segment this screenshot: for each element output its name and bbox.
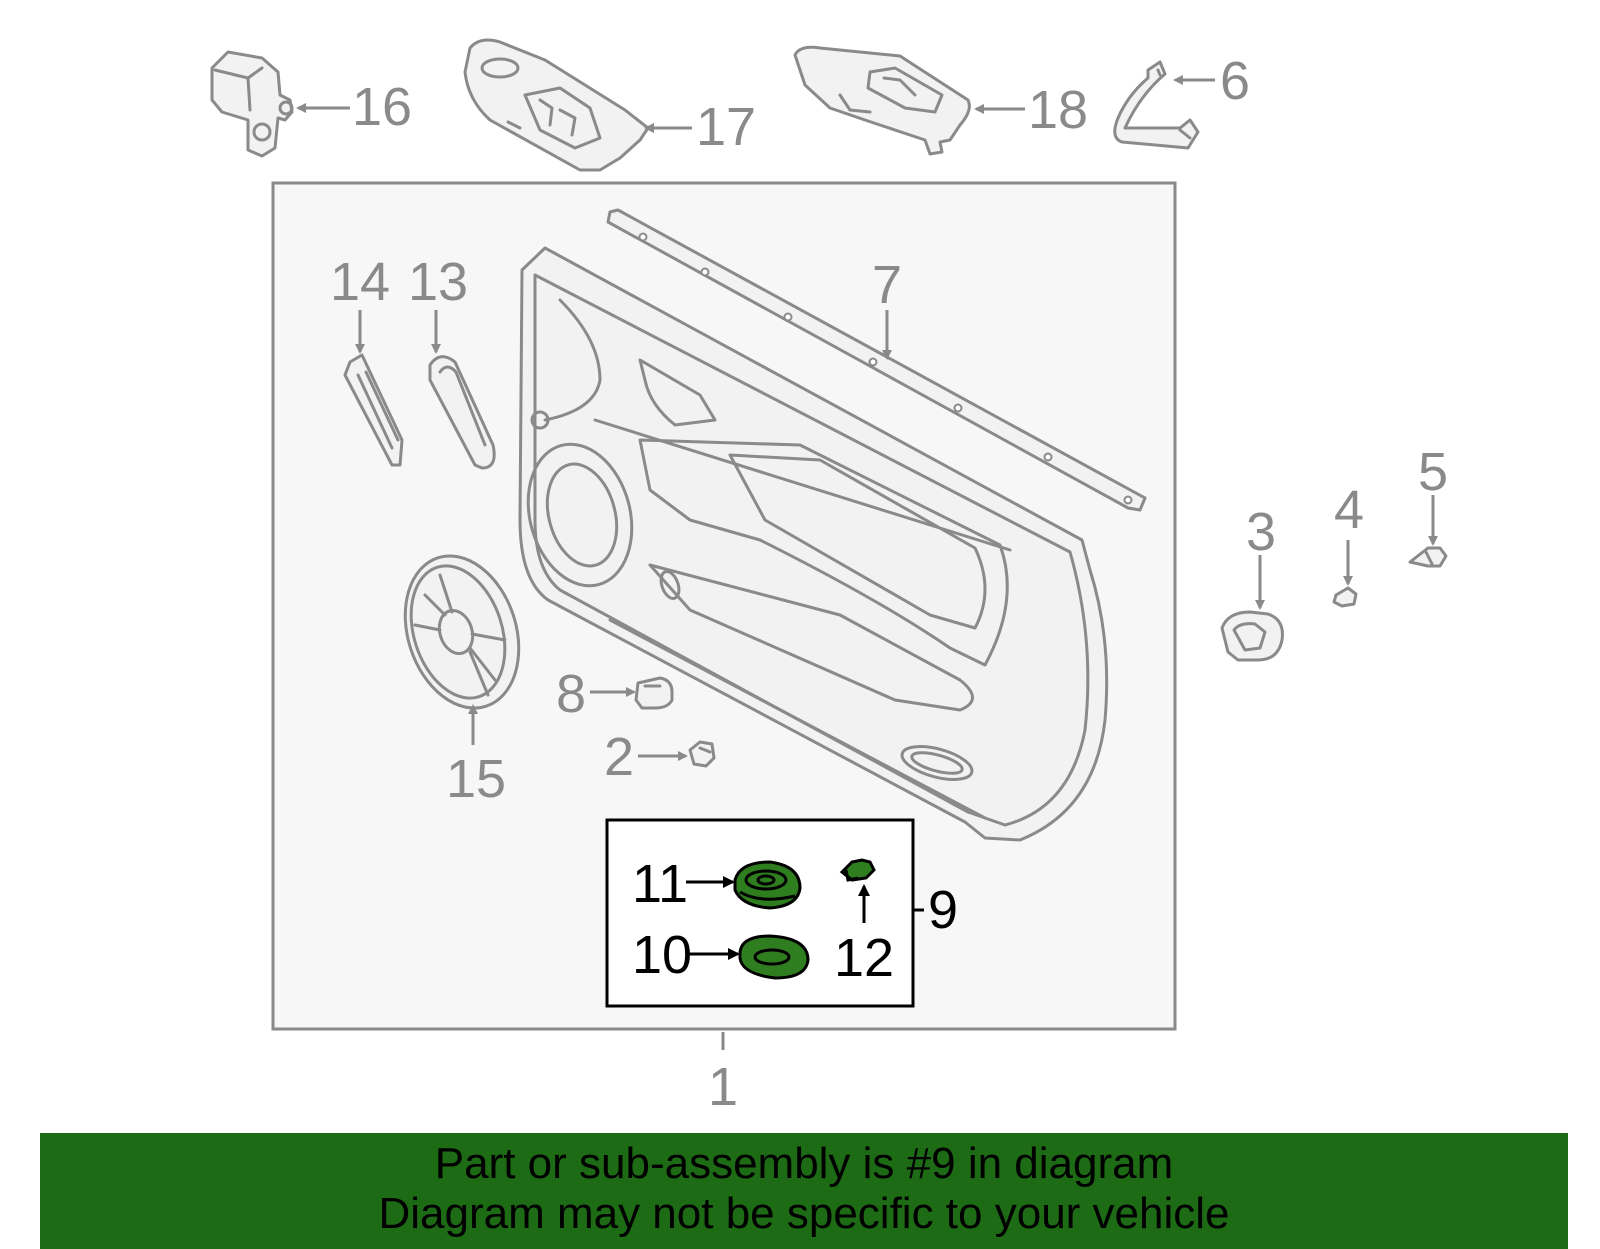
bracket-part-6 — [1113, 60, 1200, 150]
window-switch-panel-18 — [793, 45, 971, 156]
clip-part-8 — [634, 676, 674, 710]
callout-11: 11 — [632, 854, 688, 914]
screw-part-5 — [1408, 546, 1448, 568]
cap-part-3 — [1220, 610, 1284, 662]
callout-10: 10 — [632, 925, 692, 985]
highlight-leader-lines — [686, 876, 870, 960]
clip-part-2 — [688, 740, 716, 768]
callout-2: 2 — [604, 727, 634, 787]
callout-9: 9 — [928, 880, 958, 940]
banner-line-2: Diagram may not be specific to your vehi… — [378, 1189, 1230, 1238]
callout-6: 6 — [1220, 51, 1250, 111]
callout-14: 14 — [330, 252, 390, 312]
callout-3: 3 — [1246, 502, 1276, 562]
callout-16: 16 — [352, 77, 412, 137]
grommet-part-11 — [733, 860, 802, 910]
belt-molding — [606, 208, 1147, 512]
callout-7: 7 — [872, 255, 902, 315]
callout-13: 13 — [408, 252, 468, 312]
grommet-part-4 — [1332, 586, 1358, 608]
callout-5: 5 — [1418, 442, 1448, 502]
door-trim-panel — [518, 246, 1109, 842]
callout-8: 8 — [556, 664, 586, 724]
callout-4: 4 — [1334, 480, 1364, 540]
callout-12: 12 — [834, 928, 894, 988]
banner-line-1: Part or sub-assembly is #9 in diagram — [434, 1139, 1174, 1188]
callout-18: 18 — [1028, 80, 1088, 140]
handle-bezel-part-13 — [428, 355, 496, 470]
info-banner: Part or sub-assembly is #9 in diagram Di… — [40, 1133, 1568, 1249]
callout-15: 15 — [446, 749, 506, 809]
screw-part-12 — [839, 858, 876, 882]
bezel-part-14 — [343, 353, 404, 467]
grommet-part-10 — [738, 934, 810, 980]
leader-lines — [296, 75, 1438, 1050]
callout-17: 17 — [696, 97, 756, 157]
speaker-grille — [403, 554, 521, 710]
window-switch-panel-17 — [463, 38, 650, 172]
callout-1: 1 — [708, 1057, 738, 1117]
switch-part-16 — [210, 50, 294, 158]
